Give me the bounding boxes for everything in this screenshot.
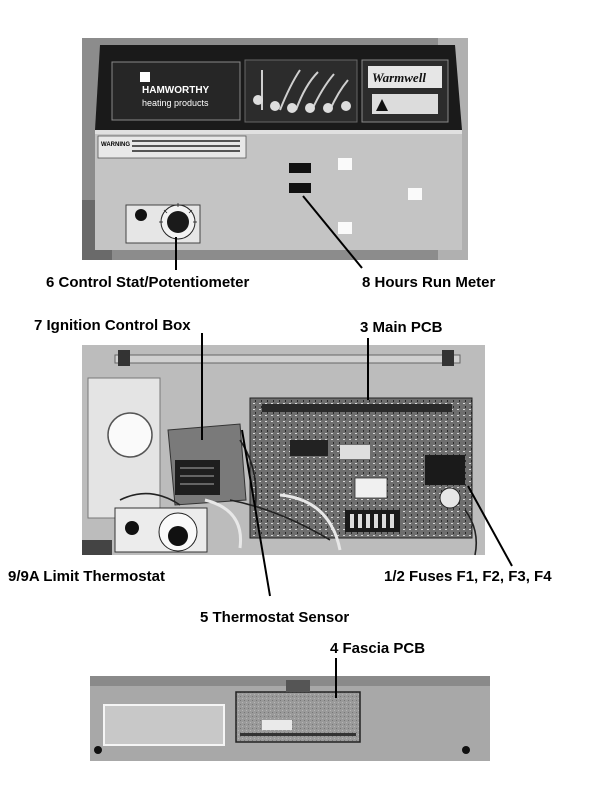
internals-photo (82, 345, 485, 556)
limit-thermostat-label: 9/9A Limit Thermostat (8, 568, 165, 585)
brand-name-text: HAMWORTHY (142, 85, 210, 96)
warning-label-text: WARNING (101, 142, 130, 148)
warning-triangle-icon (376, 99, 388, 111)
fuses-label: 1/2 Fuses F1, F2, F3, F4 (384, 568, 552, 585)
control-stat-knob (167, 211, 189, 233)
main-pcb-label: 3 Main PCB (360, 319, 443, 336)
ignition-control-box-label: 7 Ignition Control Box (34, 317, 191, 334)
thermostat-sensor-label: 5 Thermostat Sensor (200, 609, 350, 626)
fuse-block (425, 455, 465, 485)
control-panel-photo: HAMWORTHY heating products Warmwell WARN… (82, 38, 468, 260)
fascia-pcb-label: 4 Fascia PCB (330, 640, 426, 657)
warmwell-logo-text: Warmwell (372, 70, 426, 85)
hours-run-meter-label: 8 Hours Run Meter (362, 274, 496, 291)
meter-window-upper (289, 163, 311, 173)
control-stat-label: 6 Control Stat/Potentiometer (46, 274, 250, 291)
fascia-photo (90, 676, 490, 761)
brand-tagline-text: heating products (142, 98, 209, 108)
hours-run-meter-window (289, 183, 311, 193)
